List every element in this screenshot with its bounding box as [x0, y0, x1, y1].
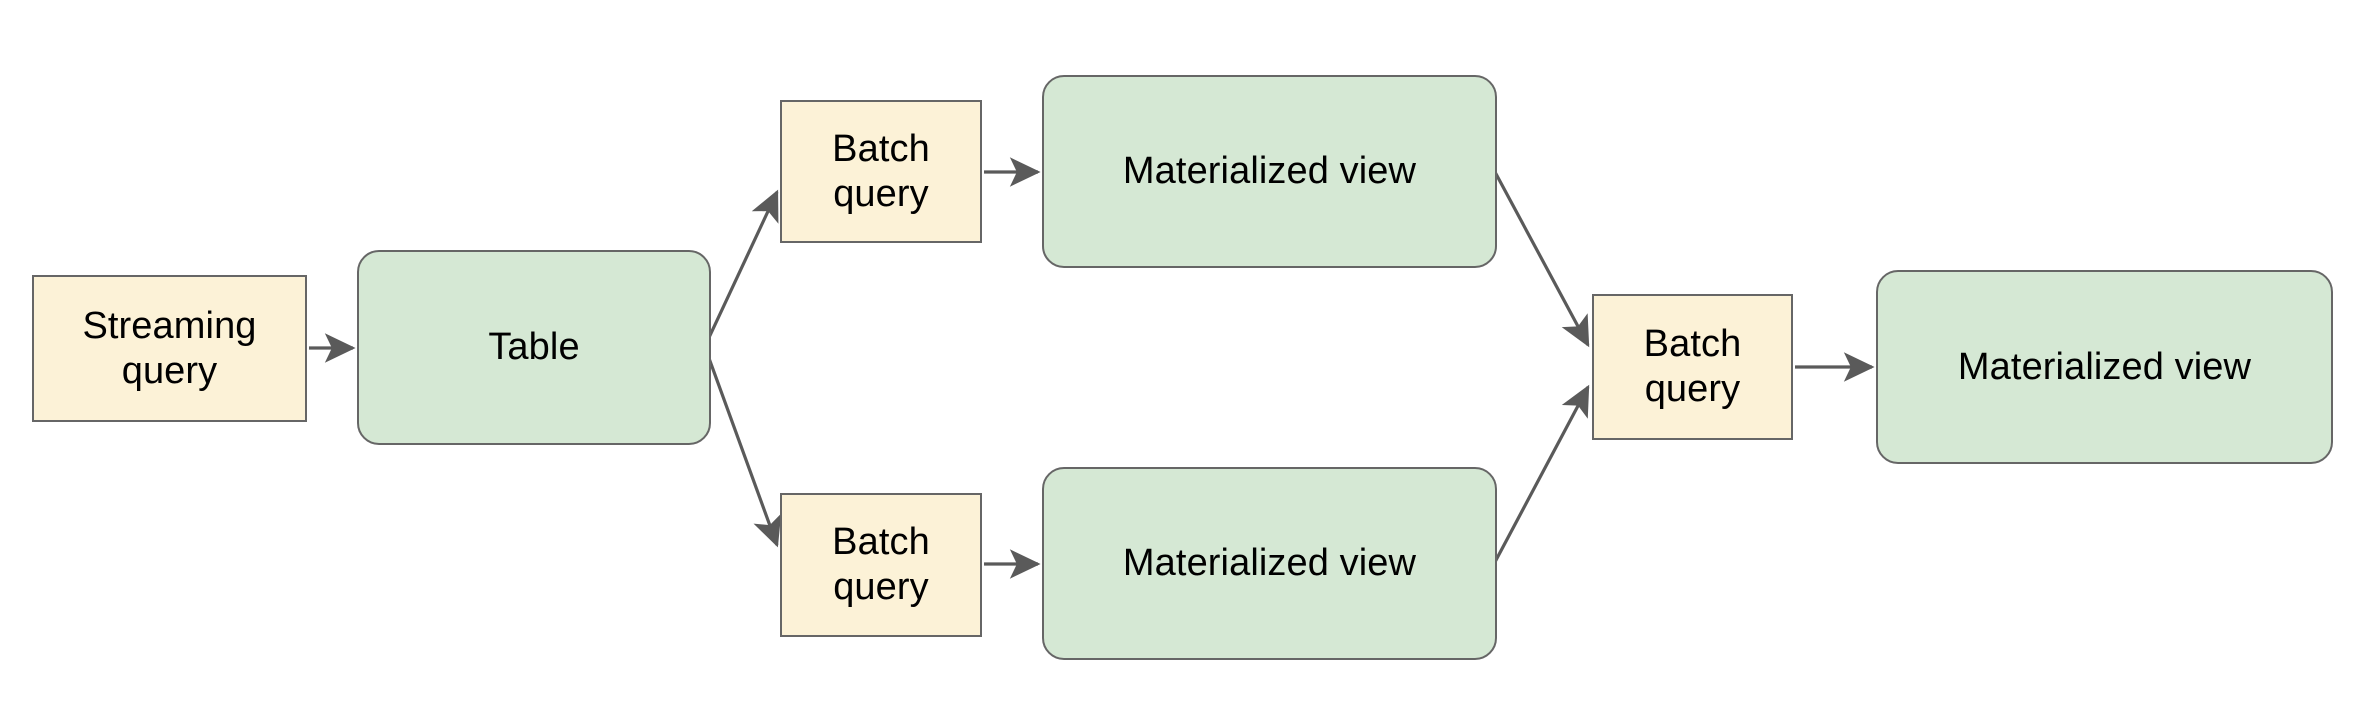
edge-table-to-batch-bottom: [704, 349, 782, 548]
node-label-materialized-view-right: Materialized view: [1957, 345, 2252, 388]
node-label-table: Table: [488, 326, 580, 369]
node-label-materialized-view-bottom: Materialized view: [1122, 542, 1417, 585]
node-table[interactable]: Table: [357, 250, 711, 445]
edge-mv-bottom-to-batch-center: [1493, 384, 1590, 563]
node-batch-query-center[interactable]: Batch query: [1592, 294, 1793, 440]
node-materialized-view-right[interactable]: Materialized view: [1876, 270, 2333, 464]
node-label-batch-query-center: Batch query: [1643, 323, 1742, 410]
edge-mv-top-to-batch-center: [1493, 171, 1590, 348]
node-label-batch-query-bottom: Batch query: [832, 521, 930, 608]
node-streaming-query[interactable]: Streaming query: [32, 275, 307, 422]
node-label-streaming-query: Streaming query: [82, 304, 257, 392]
node-materialized-view-bottom[interactable]: Materialized view: [1042, 467, 1497, 660]
node-materialized-view-top[interactable]: Materialized view: [1042, 75, 1497, 268]
node-label-materialized-view-top: Materialized view: [1122, 150, 1417, 193]
node-batch-query-bottom[interactable]: Batch query: [780, 493, 982, 637]
node-batch-query-top[interactable]: Batch query: [780, 100, 982, 243]
node-label-batch-query-top: Batch query: [832, 127, 930, 215]
edge-table-to-batch-top: [704, 189, 779, 345]
